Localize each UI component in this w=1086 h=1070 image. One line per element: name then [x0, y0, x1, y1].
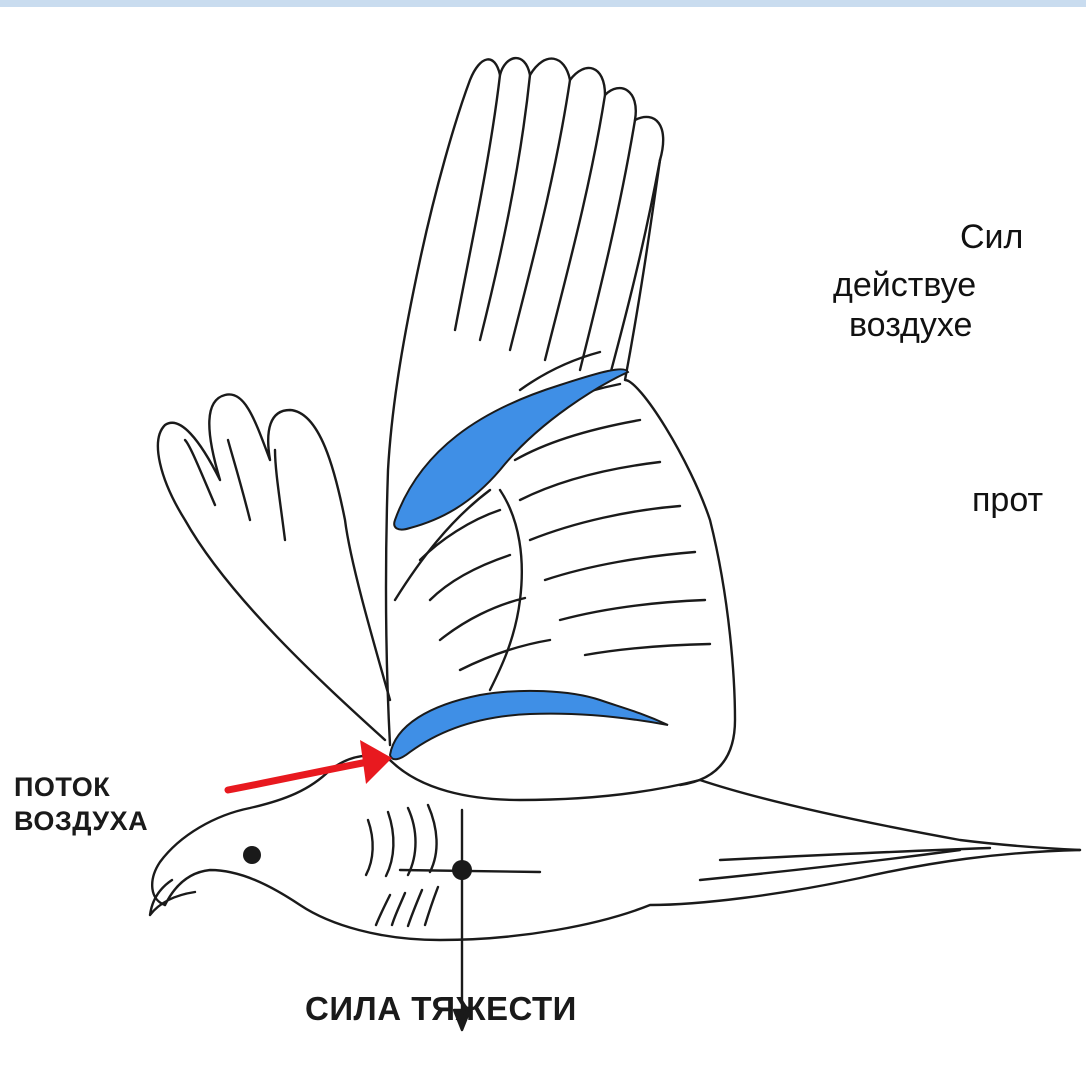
airflow-arrow	[228, 740, 392, 790]
slide-text-line2: действуе	[833, 263, 976, 308]
rear-wing	[158, 394, 390, 740]
upper-airfoil	[394, 369, 628, 529]
gravity-label: СИЛА ТЯЖЕСТИ	[305, 990, 577, 1028]
slide-text-line3: воздухе	[849, 303, 972, 348]
center-of-gravity-icon	[452, 860, 472, 880]
bird-body	[150, 756, 1080, 1020]
airflow-label-line2: ВОЗДУХА	[14, 804, 148, 838]
eye-icon	[243, 846, 261, 864]
slide-text-line4: прот	[972, 478, 1043, 523]
slide-text-line1: Сил	[960, 215, 1023, 260]
airflow-label: ПОТОК ВОЗДУХА	[14, 770, 148, 838]
lower-airfoil	[390, 691, 668, 759]
airflow-label-line1: ПОТОК	[14, 770, 148, 804]
main-wing	[386, 58, 735, 785]
